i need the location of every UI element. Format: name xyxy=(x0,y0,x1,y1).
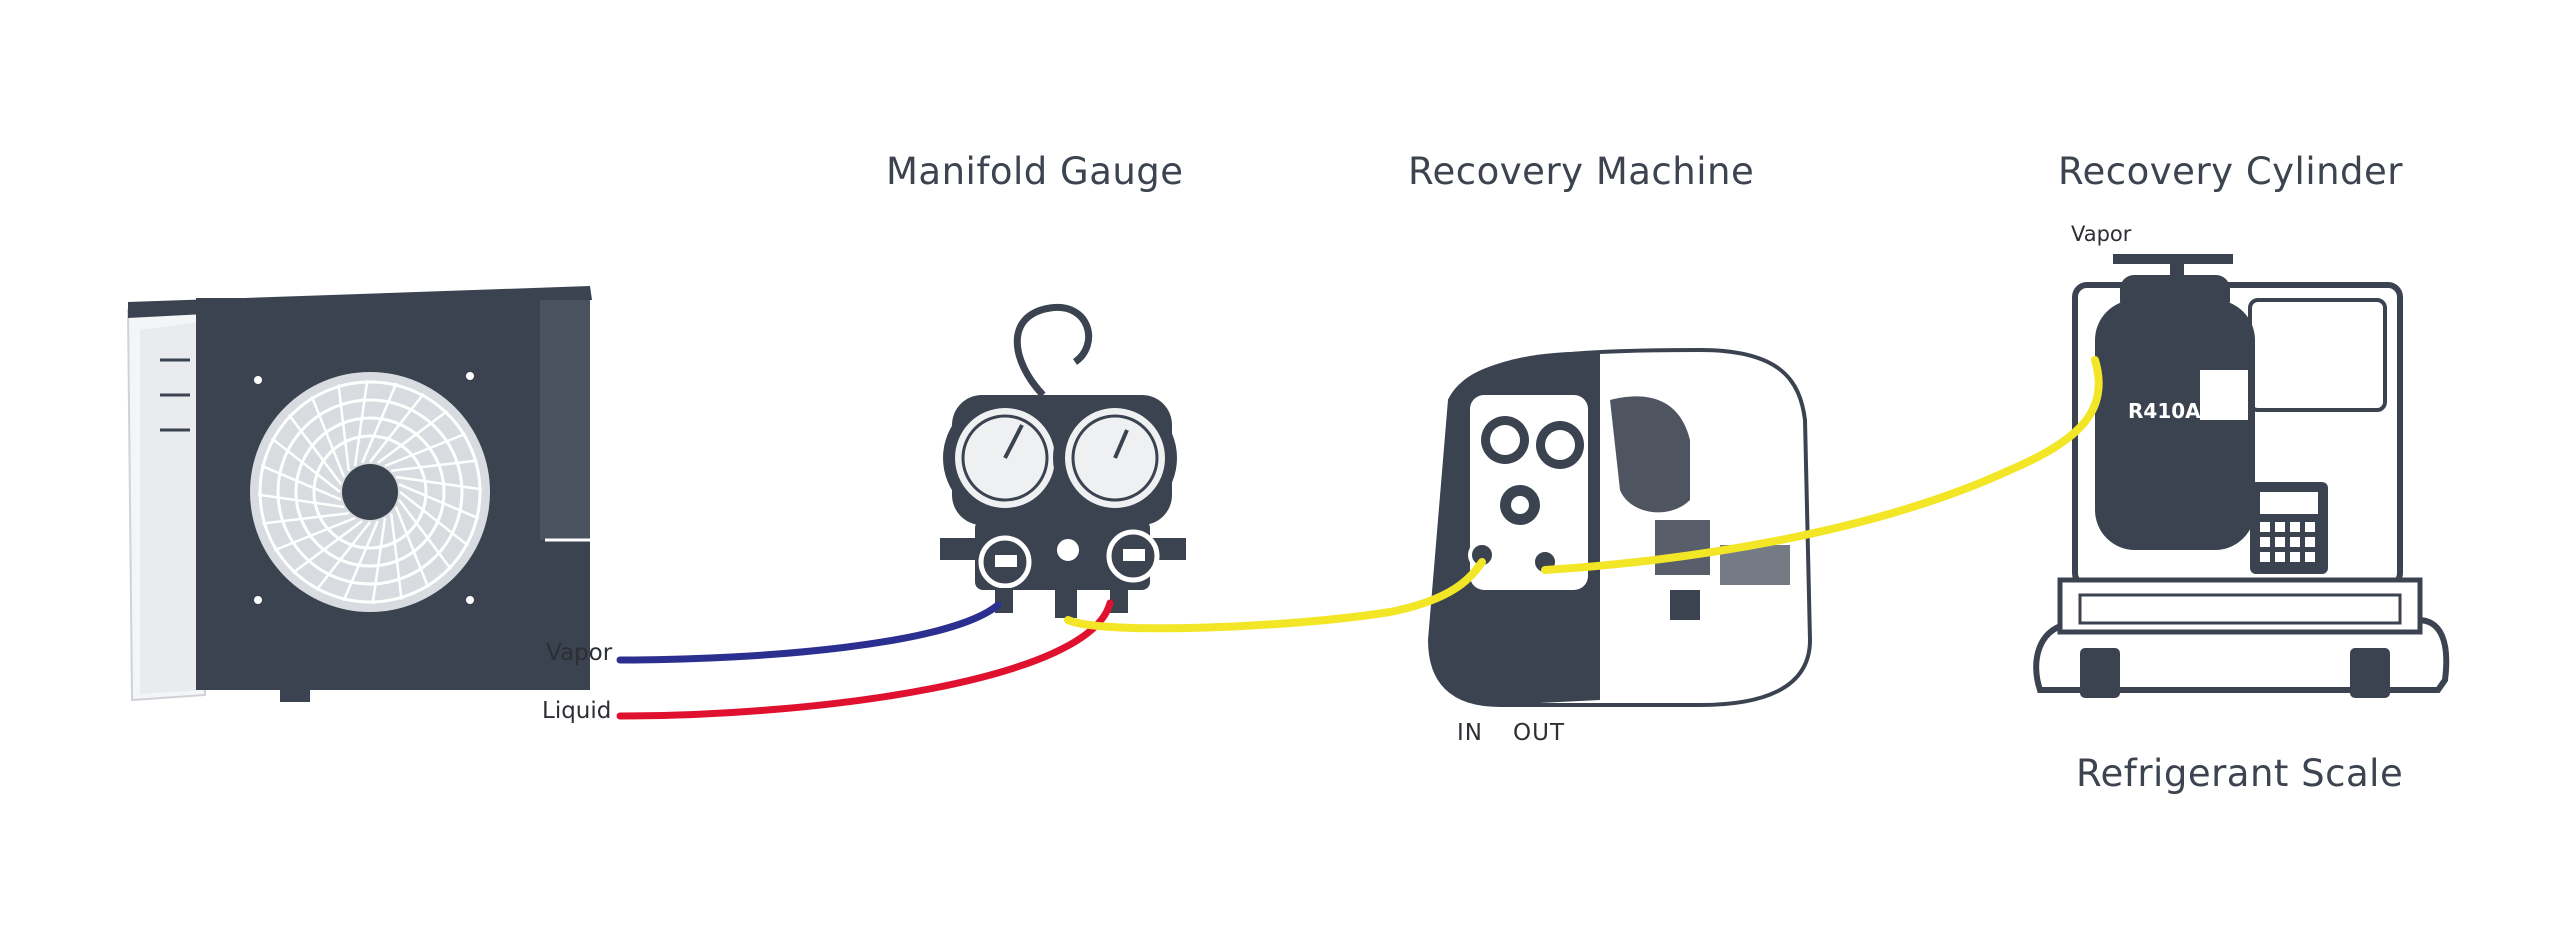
liquid-label: Liquid xyxy=(542,698,612,724)
manifold-gauge xyxy=(940,304,1186,618)
cylinder-tag: R410A xyxy=(2128,399,2201,423)
port-out-label: OUT xyxy=(1513,720,1565,746)
recovery-cylinder-title: Recovery Cylinder xyxy=(2058,150,2404,193)
manifold-gauge-title: Manifold Gauge xyxy=(886,150,1184,193)
recovery-cylinder-and-scale: R410A xyxy=(2033,254,2450,698)
condenser-unit xyxy=(126,286,592,702)
cylinder-vapor-label: Vapor xyxy=(2071,222,2132,246)
transfer-hose-out xyxy=(1541,356,2103,574)
port-in-label: IN xyxy=(1457,720,1483,746)
liquid-hose xyxy=(616,599,1114,720)
refrigerant-scale-title: Refrigerant Scale xyxy=(2076,752,2404,795)
recovery-machine xyxy=(1427,347,1813,707)
recovery-machine-title: Recovery Machine xyxy=(1408,150,1755,193)
transfer-hose-in xyxy=(1064,558,1486,633)
vapor-label: Vapor xyxy=(546,640,613,666)
vapor-hose xyxy=(616,601,1002,664)
